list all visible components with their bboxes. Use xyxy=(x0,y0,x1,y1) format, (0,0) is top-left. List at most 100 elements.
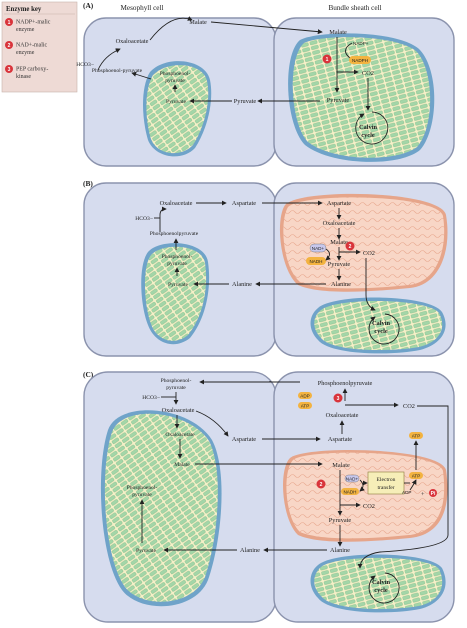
svg-text:ADP: ADP xyxy=(300,394,309,399)
enzyme-3-badge xyxy=(333,393,343,403)
calvin-cycle-c xyxy=(368,572,400,604)
aspartate-meso-b: Aspartate xyxy=(232,200,256,207)
panel-c: (C) Phosphoenol- pyruvate HCO3− Oxaloace… xyxy=(83,370,455,623)
svg-text:2: 2 xyxy=(320,482,323,488)
svg-text:Calvin: Calvin xyxy=(359,124,378,131)
svg-text:NADH: NADH xyxy=(309,259,322,264)
svg-text:2: 2 xyxy=(8,43,11,49)
aspartate-bs-b: Aspartate xyxy=(327,200,351,207)
svg-text:transfer: transfer xyxy=(377,484,394,491)
svg-text:HCO3−: HCO3− xyxy=(142,395,160,401)
oxaloacetate-b: Oxaloacetate xyxy=(160,200,193,207)
pyruvate-chl-c: Pyruvate xyxy=(136,548,156,554)
malate-bs-c: Malate xyxy=(332,462,350,469)
enzyme-2-badge-c xyxy=(316,479,326,489)
co2-mito-c: CO2 xyxy=(363,503,375,510)
svg-text:Phosphoenol-: Phosphoenol- xyxy=(162,254,193,260)
svg-text:NAD+: NAD+ xyxy=(346,477,359,482)
svg-text:Calvin: Calvin xyxy=(372,320,391,327)
svg-text:Calvin: Calvin xyxy=(372,579,391,586)
svg-text:ATP: ATP xyxy=(412,474,421,479)
svg-text:NADH: NADH xyxy=(343,490,356,495)
malate-bs-b: Malate xyxy=(330,239,348,246)
svg-text:HCO3−: HCO3− xyxy=(76,62,94,68)
oxaloacetate-chl-c: Oxaloacetate xyxy=(165,432,195,438)
svg-text:pyruvate: pyruvate xyxy=(166,385,186,391)
svg-text:pyruvate: pyruvate xyxy=(167,261,187,267)
svg-text:2: 2 xyxy=(349,244,352,250)
co2-top-c: CO2 xyxy=(403,403,415,410)
panel-b-label: (B) xyxy=(83,179,93,188)
co2-a: CO2 xyxy=(362,70,374,77)
svg-text:NADP+-malic: NADP+-malic xyxy=(16,20,51,26)
pyruvate-bs-b: Pyruvate xyxy=(328,261,351,268)
calvin-cycle-a xyxy=(355,111,389,145)
mesophyll-header: Mesophyll cell xyxy=(121,4,164,12)
enzyme-key: Enzyme key 1 NADP+-malic enzyme 2 NAD+-m… xyxy=(1,1,78,93)
enzyme-2-badge-b xyxy=(345,241,355,251)
svg-text:ADP: ADP xyxy=(402,490,411,495)
panel-a: (A) Malate Oxaloacetate HCO3− Phosphoeno… xyxy=(76,1,455,167)
svg-text:3: 3 xyxy=(337,396,340,402)
svg-text:Pi: Pi xyxy=(431,491,436,497)
alanine-meso-b: Alanine xyxy=(232,281,252,288)
svg-text:ATP: ATP xyxy=(412,434,421,439)
calvin-cycle-b xyxy=(368,313,400,345)
svg-text:NADPH: NADPH xyxy=(352,58,368,63)
nadph-pill xyxy=(349,56,371,64)
key-item-1: 1 NADP+-malic enzyme xyxy=(5,18,51,33)
co2-b: CO2 xyxy=(363,250,375,257)
aspartate-bs-c: Aspartate xyxy=(328,436,352,443)
malate-chl-c: Malate xyxy=(174,462,190,468)
svg-text:pyruvate: pyruvate xyxy=(165,78,185,84)
panel-c-label: (C) xyxy=(83,370,94,379)
key-item-2: 2 NAD+-malic enzyme xyxy=(5,41,48,56)
svg-text:3: 3 xyxy=(8,67,11,73)
svg-text:enzyme: enzyme xyxy=(16,27,35,33)
svg-text:NADP+: NADP+ xyxy=(353,41,369,46)
pyruvate-chl-a: Pyruvate xyxy=(166,99,186,105)
pep-a: Phosphoenol-pyruvate xyxy=(92,68,143,74)
oxaloacetate-meso-c: Oxaloacetate xyxy=(162,407,195,414)
svg-text:enzyme: enzyme xyxy=(16,50,35,56)
svg-text:NAD+: NAD+ xyxy=(312,246,325,251)
pep-b: Phosphoenolpyruvate xyxy=(150,231,199,237)
svg-text:1: 1 xyxy=(326,57,329,63)
pyruvate-bs-c: Pyruvate xyxy=(329,517,352,524)
pyruvate-mid-a: Pyruvate xyxy=(234,98,257,105)
svg-text:ATP: ATP xyxy=(301,404,310,409)
svg-text:1: 1 xyxy=(8,20,11,26)
svg-text:cycle: cycle xyxy=(361,132,375,139)
svg-text:Electron: Electron xyxy=(377,477,396,483)
bundle-sheath-header: Bundle sheath cell xyxy=(328,4,381,12)
svg-text:Phosphoenol-: Phosphoenol- xyxy=(160,71,191,77)
alanine-bs-b: Alanine xyxy=(331,281,351,288)
svg-text:Phosphoenol-: Phosphoenol- xyxy=(127,485,158,491)
pep-top-c: Phosphoenol- xyxy=(161,378,192,384)
svg-text:PEP carboxy-: PEP carboxy- xyxy=(16,67,48,73)
svg-text:NAD+-malic: NAD+-malic xyxy=(16,43,48,49)
svg-text:+: + xyxy=(421,491,425,498)
pyruvate-bs-a: Pyruvate xyxy=(327,97,350,104)
enzyme-1-badge xyxy=(322,54,332,64)
pep-bs-c: Phosphoenolpyruvate xyxy=(318,380,373,387)
alanine-bs-c: Alanine xyxy=(330,547,350,554)
key-title: Enzyme key xyxy=(6,6,42,13)
oxaloacetate-bs-c: Oxaloacetate xyxy=(326,412,359,419)
svg-text:cycle: cycle xyxy=(374,328,388,335)
alanine-meso-c: Alanine xyxy=(240,547,260,554)
malate-bs-a: Malate xyxy=(329,29,347,36)
svg-text:pyruvate: pyruvate xyxy=(132,492,152,498)
aspartate-meso-c: Aspartate xyxy=(232,436,256,443)
pyruvate-chl-b: Pyruvate xyxy=(168,282,188,288)
panel-a-label: (A) xyxy=(83,1,94,10)
svg-text:HCO3−: HCO3− xyxy=(135,216,153,222)
svg-text:cycle: cycle xyxy=(374,587,388,594)
panel-b: (B) Oxaloacetate Aspartate HCO3− Phospho… xyxy=(83,179,455,357)
svg-text:kinase: kinase xyxy=(16,74,31,80)
malate-meso-a: Malate xyxy=(189,19,207,26)
oxaloacetate-a: Oxaloacetate xyxy=(116,38,149,45)
key-item-3: 3 PEP carboxy- kinase xyxy=(5,65,48,80)
oxaloacetate-bs-b: Oxaloacetate xyxy=(323,220,356,227)
